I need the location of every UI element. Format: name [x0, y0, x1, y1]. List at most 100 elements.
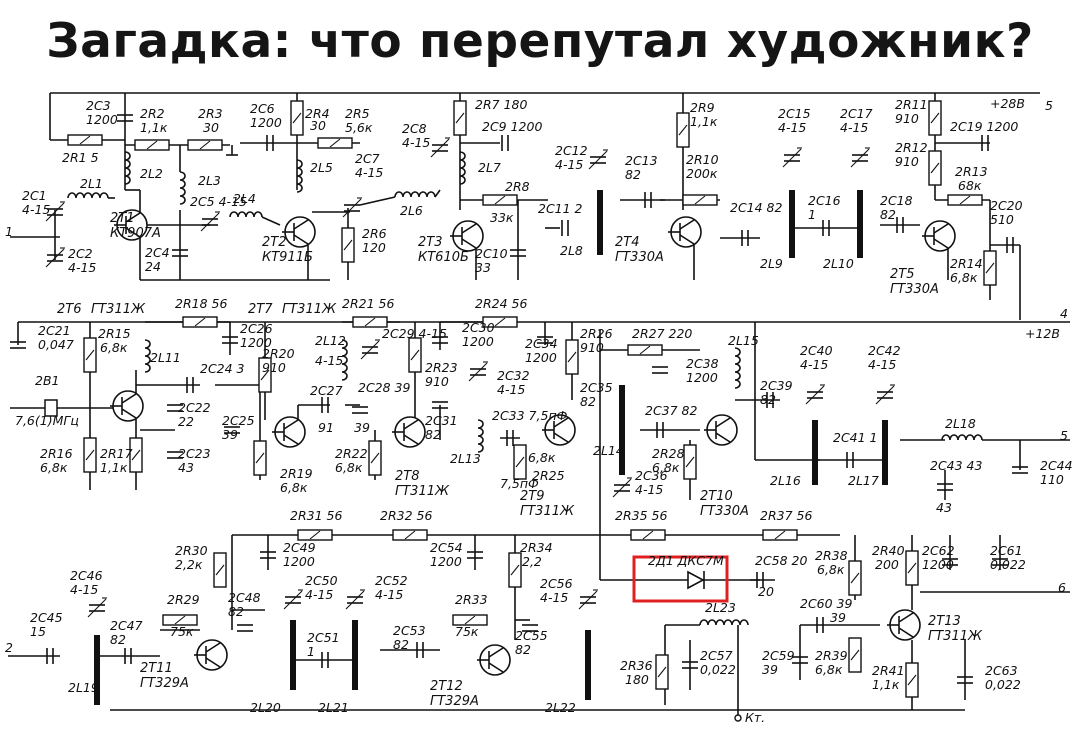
capacitor-value-2C49: 1200: [283, 554, 315, 569]
wire: [261, 216, 281, 226]
transistor-lead: [488, 647, 504, 658]
port-5-top: 5: [1045, 98, 1053, 113]
resistor-value-2R10: 200к: [686, 166, 718, 181]
resistor-mark: [343, 239, 353, 251]
capacitor-label-2C40: 2C40: [800, 343, 833, 358]
capacitor-label-2C8: 2C8: [402, 121, 427, 136]
resistor-label-2R15: 2R15: [98, 326, 131, 341]
transistor-lead: [403, 434, 419, 445]
capacitor-label-2C4: 2C4: [145, 245, 170, 260]
resistor-label-2R14: 2R14: [950, 256, 983, 271]
transistor-label-2T3: 2T3: [418, 235, 442, 250]
resistor-label-2R2: 2R2: [140, 106, 165, 121]
capacitor-value-2C28: 39: [354, 420, 370, 435]
inductor-label-2L11: 2L11: [150, 350, 181, 365]
inductor-label-2L22: 2L22: [545, 700, 576, 715]
trimmer-arrow: [87, 598, 107, 618]
transistor-label-2T1: 2T1: [110, 211, 134, 226]
capacitor-label-2C12: 2C12: [555, 143, 588, 158]
inductor-label-2L18: 2L18: [945, 416, 976, 431]
transistor-lead: [403, 419, 419, 430]
resistor-mark: [959, 195, 971, 205]
resistor-mark: [194, 317, 206, 327]
capacitor-value-2C15: 4-15: [778, 120, 806, 135]
resistor-mark: [199, 140, 211, 150]
resistor-value-2R16: 6,8к: [40, 460, 68, 475]
inductor-coil: [124, 151, 131, 185]
capacitor-label-2C31: 2C31: [425, 413, 458, 428]
resistor-mark: [930, 112, 940, 124]
resistor-mark: [694, 195, 706, 205]
capacitor-value-2C38: 1200: [686, 370, 718, 385]
capacitor-value-2C56: 4-15: [540, 590, 568, 605]
resistor-mark: [85, 349, 95, 361]
capacitor-value-2C46: 4-15: [70, 582, 98, 597]
transistor-label-2T11: 2T11: [140, 661, 173, 676]
capacitor-value-2C17: 4-15: [840, 120, 868, 135]
capacitor-label-2C54: 2C54: [430, 540, 463, 555]
capacitor-value-2C3: 1200: [86, 112, 118, 127]
inductor-coil: [67, 192, 109, 199]
resistor-mark: [494, 317, 506, 327]
resistor-label-2R16: 2R16: [40, 446, 73, 461]
capacitor-label-2C13: 2C13: [625, 153, 658, 168]
resistor-value-2R23: 910: [425, 374, 449, 389]
trimmer-arrow: [342, 198, 362, 218]
trimmer-arrow: [875, 385, 895, 405]
transistor-type-2T6: ГТ311Ж: [91, 302, 146, 317]
resistor-value-2R9: 1,1к: [690, 114, 718, 129]
transistor-type-2T5: ГТ330А: [890, 282, 939, 297]
transistor-lead: [293, 234, 309, 245]
resistor-mark: [639, 345, 651, 355]
capacitor-label-2C22: 2C22: [178, 400, 211, 415]
resistor-mark: [464, 615, 476, 625]
resistor-value-2R36: 180: [625, 672, 649, 687]
port-4: 4: [1060, 306, 1068, 321]
resistor-value-2R40: 200: [875, 557, 899, 572]
test-point: [734, 714, 742, 722]
resistor-mark: [260, 369, 270, 381]
trimmer-arrow: [430, 138, 450, 158]
capacitor-value-2C48: 82: [228, 604, 244, 619]
trimmer-arrow: [805, 385, 825, 405]
capacitor-label-2C14: 2C14 82: [730, 200, 783, 215]
capacitor-label-2C23: 2C23: [178, 446, 211, 461]
capacitor-value-2C31: 82: [425, 427, 441, 442]
capacitor-value-2C10: 33: [475, 260, 491, 275]
transistor-label-2T8: 2T8: [395, 469, 419, 484]
capacitor-label-2C41: 2C41 1: [833, 430, 878, 445]
capacitor-label-2C1: 2C1: [22, 188, 47, 203]
diode-label: 2Д1 ДКС7М: [648, 553, 724, 568]
capacitor-label-2C29: 2C29 4-15: [382, 326, 447, 341]
resistor-mark: [494, 195, 506, 205]
capacitor-value-2C7: 4-15: [355, 165, 383, 180]
resistor-label-2R31: 2R31 56: [290, 508, 342, 523]
transistor-lead: [553, 417, 569, 428]
capacitor-label-2C53: 2C53: [393, 623, 426, 638]
transistor-label-2T10: 2T10: [700, 489, 733, 504]
page-title: Загадка: что перепутал художник?: [46, 14, 1034, 69]
capacitor-label-2C33: 2C33 7,5пФ: [492, 408, 568, 423]
capacitor-label-2C16: 2C16: [808, 193, 841, 208]
trimmer-arrow: [283, 590, 303, 610]
capacitor-value-2C32: 4-15: [497, 382, 525, 397]
resistor-label-2R28: 2R28: [652, 446, 685, 461]
trimmer-arrow: [345, 590, 365, 610]
capacitor-value-2C53: 82: [393, 637, 409, 652]
capacitor-label-2C27: 2C27: [310, 383, 343, 398]
capacitor-label-2C58: 2C58 20: [755, 553, 808, 568]
resistor-value-2R38: 6,8к: [817, 562, 845, 577]
capacitor-value-2C54: 1200: [430, 554, 462, 569]
resistor-value-2R22: 6,8к: [335, 460, 363, 475]
inductor-coil: [941, 434, 983, 441]
resistor-mark: [410, 349, 420, 361]
inductor-label-2L14: 2L14: [593, 443, 624, 458]
resistor-mark: [215, 564, 225, 576]
transistor-label-2T6: 2T6: [57, 302, 81, 317]
capacitor-label-2C51: 2C51: [307, 630, 340, 645]
transistor-label-2T4: 2T4: [615, 235, 639, 250]
inductor-coil: [341, 339, 348, 381]
resistor-label-2R23: 2R23: [425, 360, 458, 375]
resistor-value-2R13: 68к: [958, 178, 982, 193]
resistor-label-2R29: 2R29: [167, 592, 200, 607]
